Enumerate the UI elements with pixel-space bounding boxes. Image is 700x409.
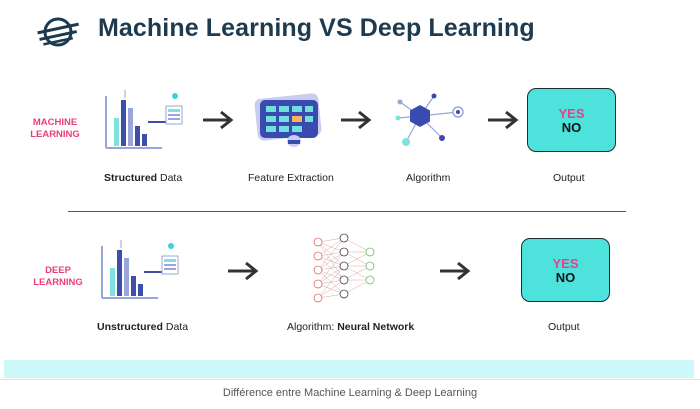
ml-output-no: NO — [561, 120, 582, 135]
data-chart-icon — [101, 240, 179, 299]
algorithm-icon — [395, 93, 464, 146]
logo-icon — [37, 17, 79, 47]
dl-algo-bold: Neural Network — [337, 321, 415, 333]
ml-data-bold: Structured — [104, 172, 158, 184]
dl-label-line1: DEEP — [45, 265, 71, 276]
dl-data-caption: Unstructured Data — [97, 321, 188, 333]
ml-output-yes: YES — [558, 106, 585, 121]
ml-algorithm-caption: Algorithm — [406, 172, 451, 184]
dl-output-box: YES NO — [521, 238, 610, 302]
feature-extraction-icon — [254, 93, 322, 147]
dl-algo-prefix: Algorithm: — [287, 321, 338, 333]
dl-data-bold: Unstructured — [97, 321, 163, 333]
ml-feature-caption: Feature Extraction — [248, 172, 334, 184]
ml-output-caption: Output — [553, 172, 585, 184]
bottom-band — [4, 360, 694, 378]
data-chart-icon — [105, 90, 183, 149]
dl-row-label: DEEP LEARNING — [28, 265, 88, 289]
ml-data-caption: Structured Data — [104, 172, 182, 184]
ml-label-line2: LEARNING — [30, 129, 80, 140]
dl-output-no: NO — [555, 270, 576, 285]
arrow-right-icon — [228, 261, 259, 281]
dl-output-yes: YES — [552, 256, 579, 271]
ml-row-label: MACHINE LEARNING — [25, 117, 85, 141]
dl-data-rest: Data — [162, 321, 189, 333]
dl-label-line2: LEARNING — [33, 277, 83, 288]
neural-network-icon — [313, 233, 375, 303]
ml-data-rest: Data — [157, 172, 183, 184]
section-divider — [68, 211, 626, 212]
page-title: Machine Learning VS Deep Learning — [98, 14, 535, 42]
dl-output-caption: Output — [548, 321, 580, 333]
ml-output-box: YES NO — [527, 88, 616, 152]
arrow-right-icon — [341, 110, 372, 130]
dl-algorithm-caption: Algorithm: Neural Network — [287, 321, 414, 333]
arrow-right-icon — [203, 110, 234, 130]
footer-caption: Différence entre Machine Learning & Deep… — [0, 379, 700, 409]
arrow-right-icon — [488, 110, 519, 130]
ml-label-line1: MACHINE — [32, 117, 78, 128]
arrow-right-icon — [440, 261, 471, 281]
